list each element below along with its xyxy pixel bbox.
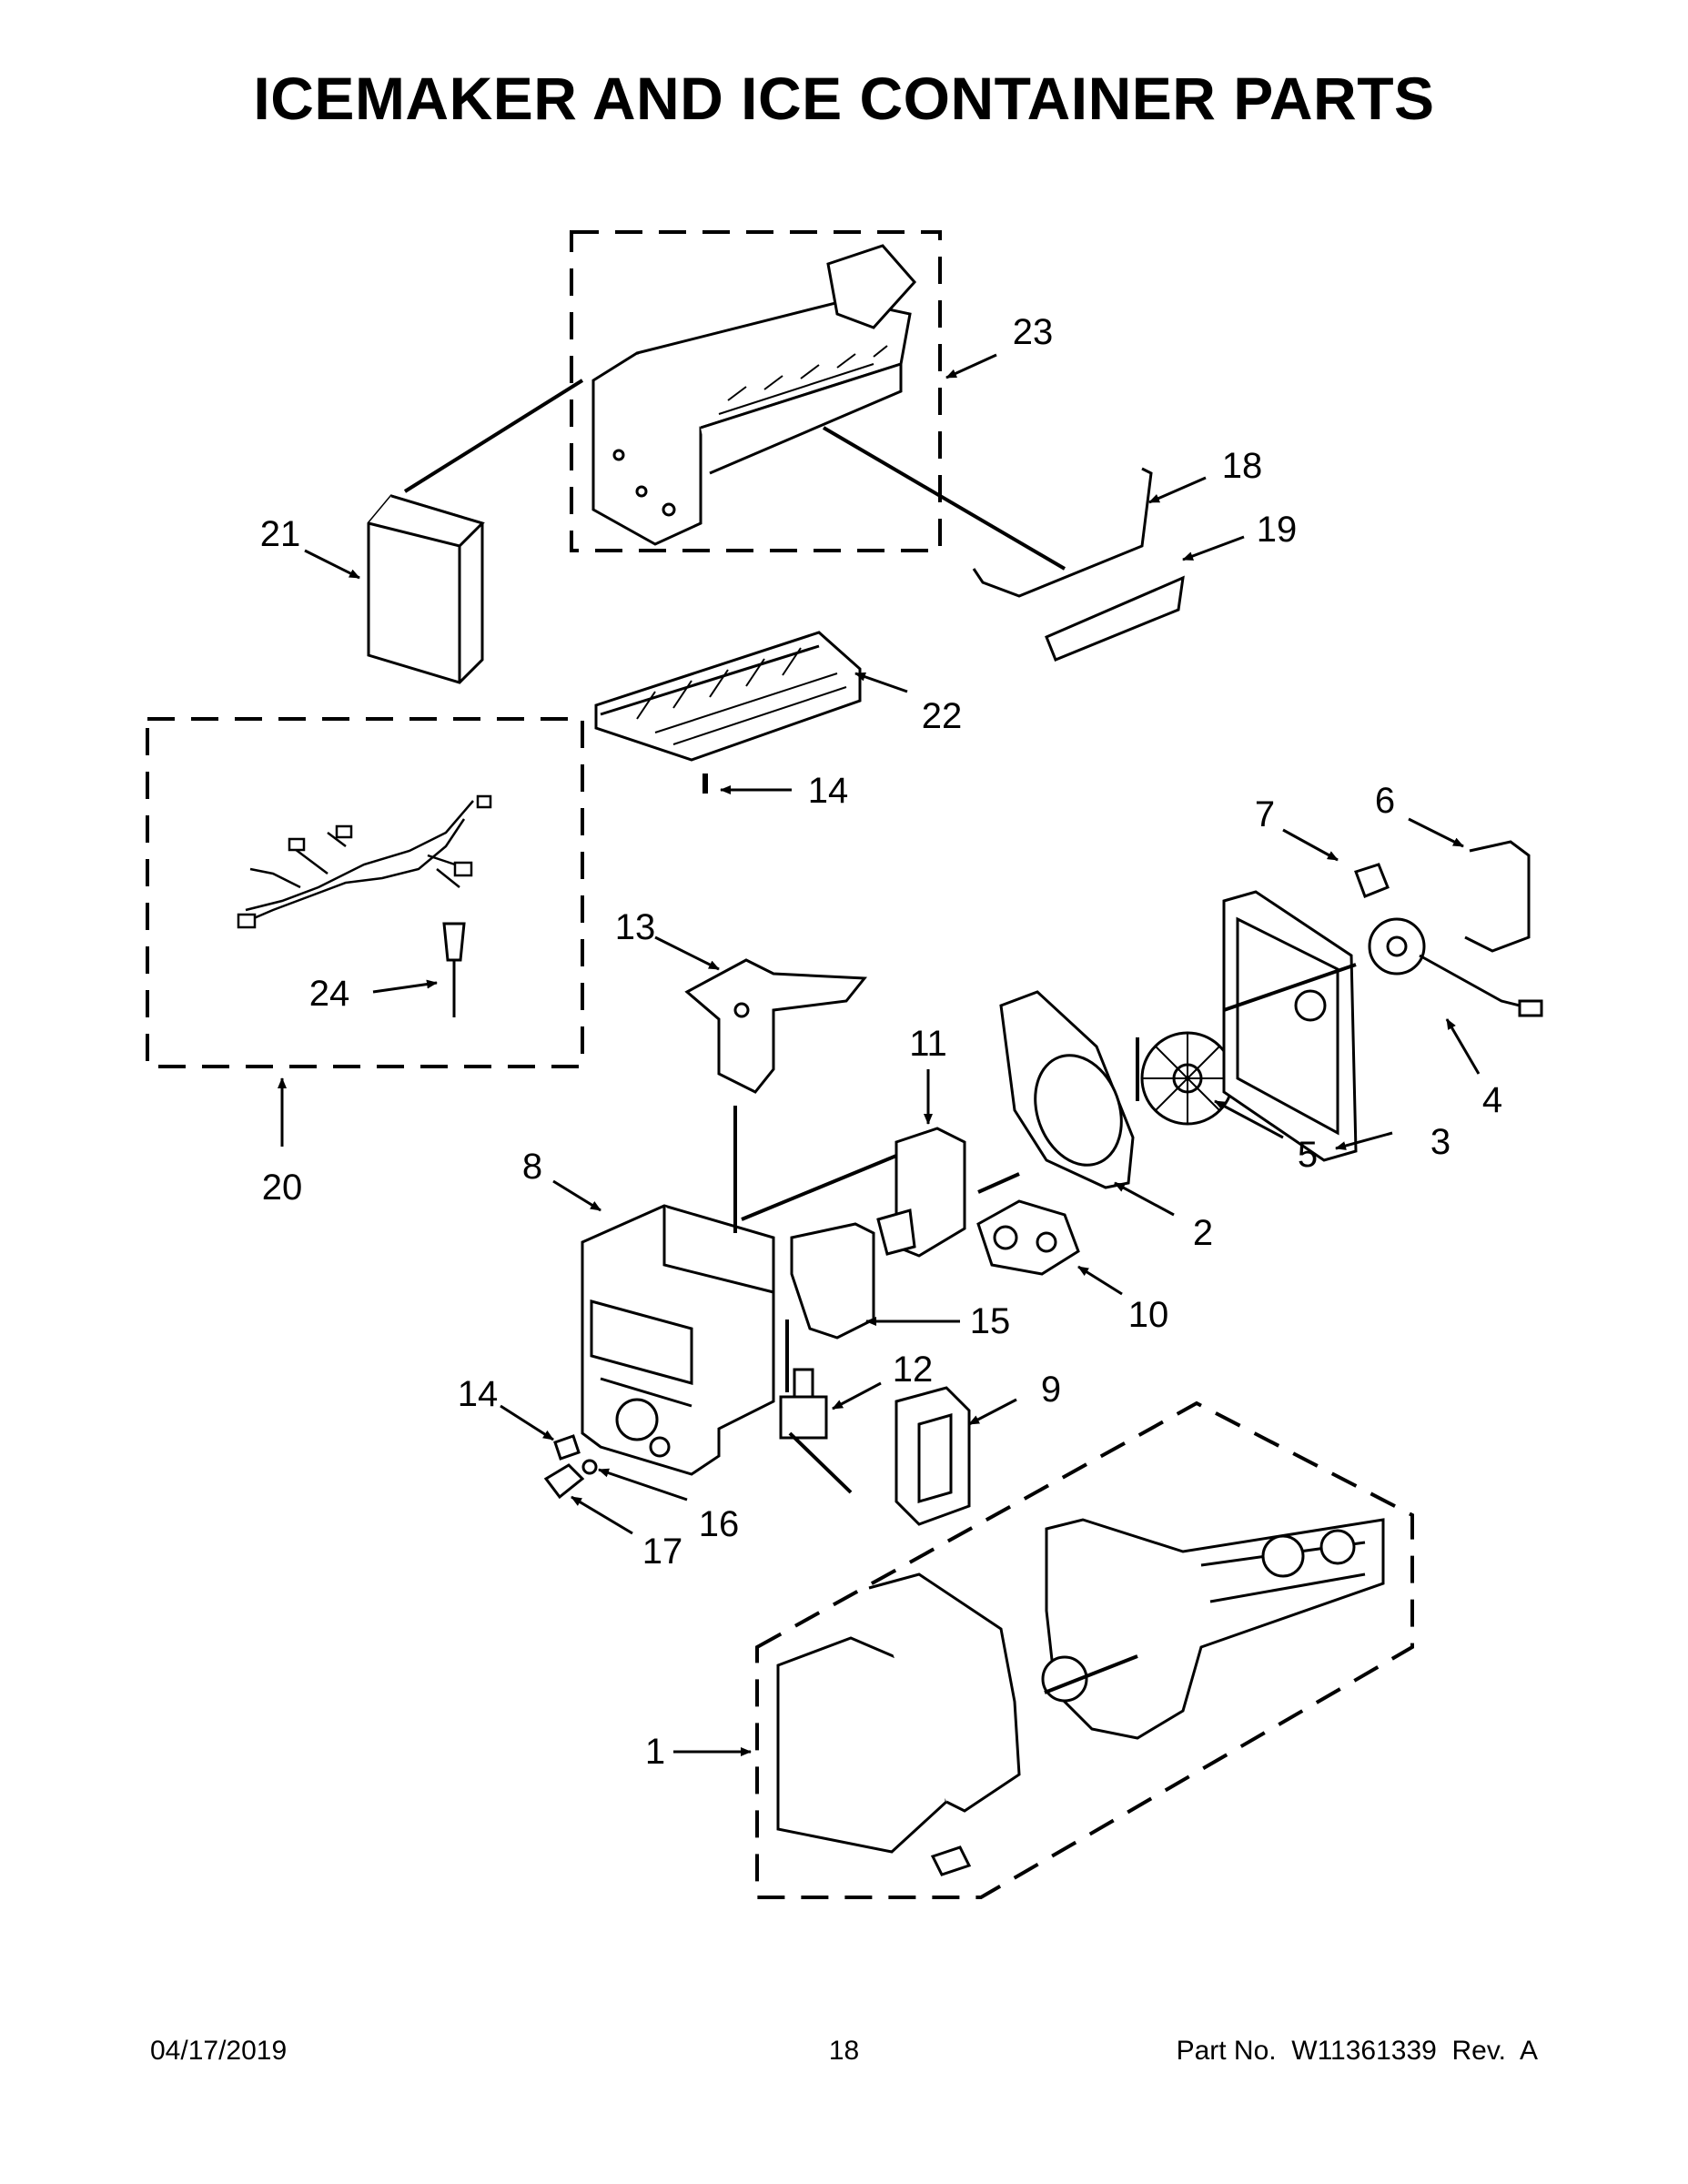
leader-arrows (278, 353, 1481, 1756)
callout-8: 8 (522, 1147, 542, 1187)
icemaker-assembly-group-box (570, 230, 942, 552)
leader-10 (1077, 1265, 1123, 1296)
fan-blade-part (1140, 1031, 1235, 1126)
callout-2: 2 (1193, 1213, 1213, 1253)
nut-17 (543, 1463, 585, 1500)
callout-14a: 14 (808, 771, 849, 811)
leader-21 (304, 549, 360, 580)
fan-motor-part (1354, 863, 1426, 976)
leader-5 (1214, 1099, 1284, 1139)
motor-part (976, 1199, 1080, 1276)
callout-10: 10 (1128, 1295, 1169, 1335)
shutoff-arm-part (972, 467, 1185, 662)
leader-8 (552, 1179, 601, 1212)
callout-7: 7 (1255, 794, 1275, 834)
callout-14b: 14 (458, 1374, 499, 1414)
callout-21: 21 (260, 514, 301, 554)
leader-7 (1282, 828, 1339, 862)
wiring-harness-group-box (146, 717, 584, 1068)
leader-24 (372, 979, 438, 994)
callout-13: 13 (615, 907, 656, 947)
footer-page-number: 18 (828, 2036, 860, 2066)
callout-5: 5 (1298, 1135, 1318, 1175)
callout-19: 19 (1257, 510, 1298, 550)
fan-motor-lead-part (1419, 954, 1543, 1017)
callout-23: 23 (1013, 312, 1054, 352)
callout-4: 4 (1482, 1080, 1502, 1120)
dashed-group-boxes (146, 230, 1414, 1899)
leader-22 (854, 672, 908, 693)
leader-2 (1114, 1181, 1175, 1217)
callout-18: 18 (1222, 446, 1263, 486)
leader-9 (968, 1398, 1017, 1426)
fan-housing-part (1222, 890, 1358, 1162)
leader-16 (598, 1468, 688, 1502)
callout-3: 3 (1430, 1122, 1450, 1162)
callout-12: 12 (893, 1350, 934, 1390)
leader-6 (1408, 817, 1464, 848)
part-11-bracket (876, 1127, 966, 1258)
ice-container-part (776, 1518, 1385, 1876)
leader-18 (1148, 476, 1207, 504)
callout-24: 24 (309, 974, 350, 1014)
screw-14-bottom (553, 1434, 581, 1461)
ice-container-group-box (755, 1400, 1414, 1899)
leader-17 (571, 1495, 633, 1535)
leader-19 (1182, 535, 1245, 561)
icemaker-part (591, 244, 917, 546)
washer-16 (581, 1459, 598, 1475)
callout-9: 9 (1041, 1370, 1061, 1410)
thermistor-part (442, 922, 466, 1017)
leader-23 (945, 353, 997, 379)
callout-1: 1 (645, 1732, 665, 1772)
auger-motor-housing-part (581, 1204, 775, 1476)
leader-3 (1335, 1131, 1393, 1150)
callout-15: 15 (970, 1301, 1011, 1341)
ice-chute-part (684, 958, 868, 1094)
wiring-harness-part (237, 794, 492, 929)
callout-16: 16 (699, 1504, 740, 1544)
callout-20: 20 (262, 1168, 303, 1208)
solenoid-part (779, 1368, 828, 1440)
callout-17: 17 (642, 1532, 683, 1572)
footer-date: 04/17/2019 (150, 2036, 288, 2066)
leader-12 (832, 1381, 882, 1410)
connector-lines (403, 379, 1357, 1694)
page-title: ICEMAKER AND ICE CONTAINER PARTS (253, 65, 1435, 132)
motor-bracket-part (1464, 840, 1531, 953)
callout-6: 6 (1375, 781, 1395, 821)
footer-part-number: Part No. W11361339 Rev. A (1176, 2036, 1538, 2066)
callout-22: 22 (922, 696, 963, 736)
icemaker-cover-part (367, 494, 485, 684)
leader-4 (1445, 1018, 1481, 1075)
cover-plate-part (895, 1386, 971, 1526)
part-15-bracket (790, 1222, 875, 1340)
leader-14b (500, 1404, 554, 1441)
callout-11: 11 (909, 1024, 947, 1064)
fan-shroud-part (999, 990, 1135, 1189)
callout-labels: 1 2 3 4 5 6 7 8 9 10 11 12 13 14 14 15 1… (260, 312, 1502, 1772)
ice-mold-tray-part (594, 631, 862, 762)
leader-13 (654, 935, 720, 971)
